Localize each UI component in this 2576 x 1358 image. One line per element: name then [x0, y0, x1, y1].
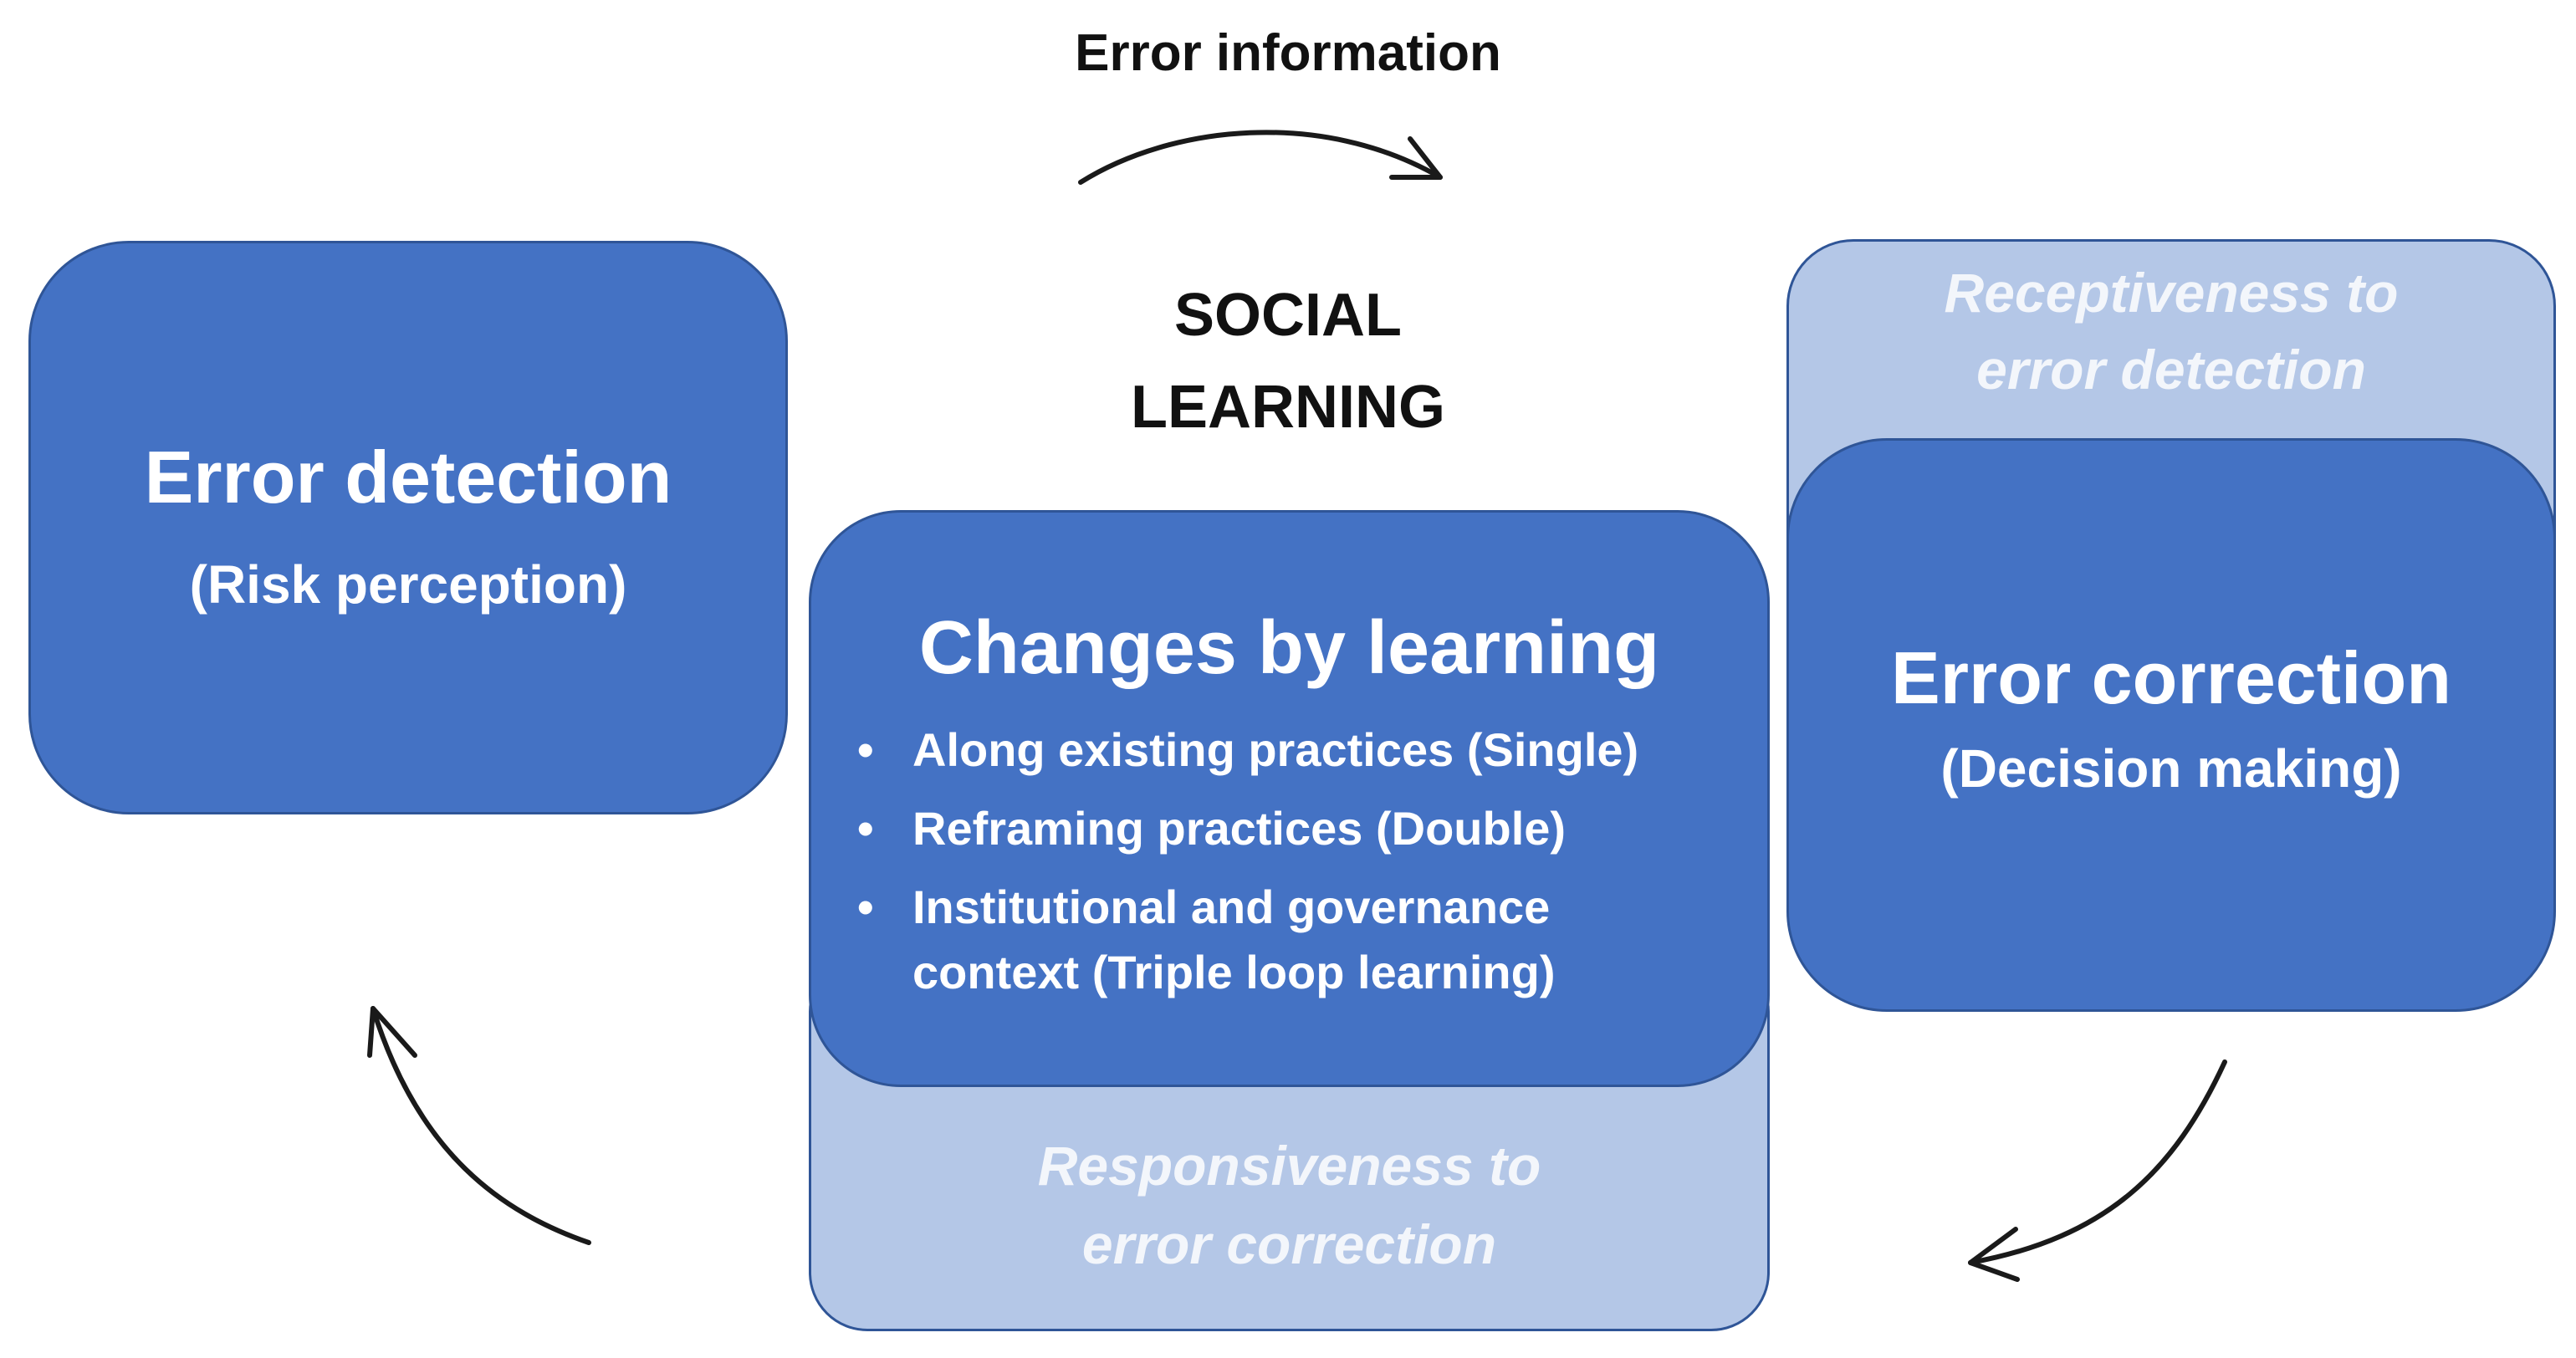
bullet-icon: • — [857, 881, 874, 933]
list-item-label: Along existing practices (Single) — [912, 723, 1639, 776]
list-item: • Institutional and governance — [857, 875, 1638, 940]
changes-by-learning-box — [809, 510, 1770, 1087]
responsiveness-label-line1: Responsiveness to — [1037, 1135, 1541, 1197]
social-learning-heading-line2: LEARNING — [1131, 374, 1445, 441]
social-learning-heading-line1: SOCIAL — [1173, 282, 1402, 349]
responsiveness-label-line2: error correction — [1081, 1213, 1497, 1275]
error-correction-title: Error correction — [1891, 636, 2451, 719]
learning-loops-list: • Along existing practices (Single) • Refr… — [857, 717, 1638, 1018]
error-detection-subtitle: (Risk perception) — [189, 554, 627, 615]
error-detection-title: Error detection — [144, 436, 672, 518]
receptiveness-label-line1: Receptiveness to — [1944, 262, 2399, 324]
bullet-icon: • — [857, 802, 874, 855]
list-item-label: context (Triple loop learning) — [912, 946, 1556, 998]
list-item: • Along existing practices (Single) — [857, 717, 1638, 783]
error-correction-subtitle: (Decision making) — [1940, 738, 2402, 799]
error-detection-box — [28, 241, 788, 814]
list-item-label: Institutional and governance — [912, 881, 1551, 933]
list-item-continuation: context (Triple loop learning) — [857, 940, 1638, 1005]
list-item-label: Reframing practices (Double) — [912, 802, 1567, 855]
curved-arrow-bottom-right-icon — [1968, 1059, 2227, 1282]
curved-arrow-top-icon — [1078, 130, 1443, 185]
bullet-icon: • — [857, 723, 874, 776]
curved-arrow-bottom-left-icon — [367, 1006, 591, 1245]
error-correction-box — [1786, 438, 2556, 1012]
list-item: • Reframing practices (Double) — [857, 796, 1638, 861]
changes-by-learning-title: Changes by learning — [918, 606, 1660, 690]
error-information-label: Error information — [1075, 24, 1501, 82]
receptiveness-label-line2: error detection — [1976, 339, 2366, 401]
